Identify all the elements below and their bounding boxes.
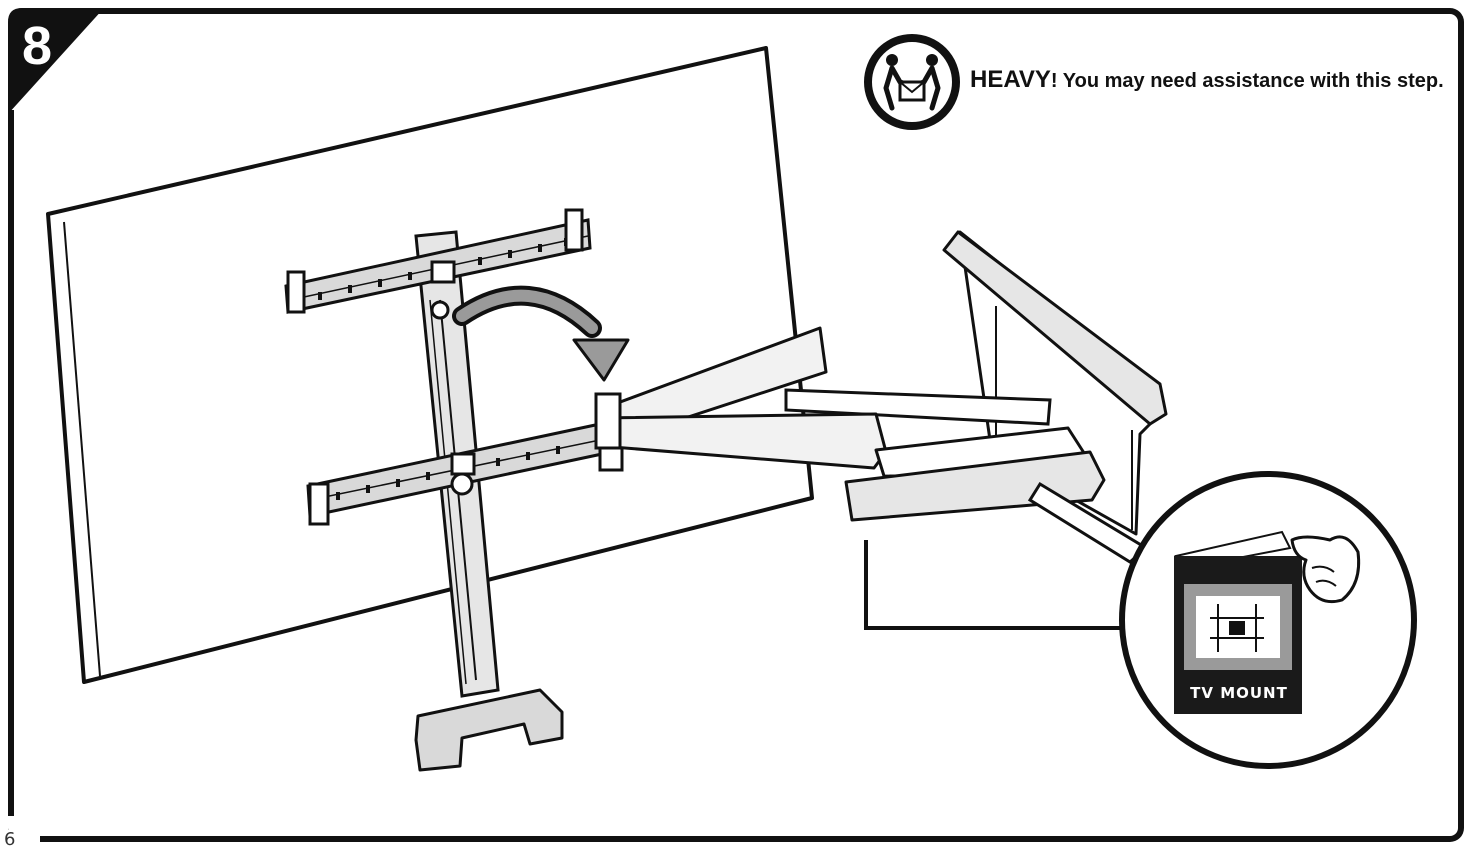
frame-left-rule — [8, 110, 14, 816]
warning-heavy-label: HEAVY — [970, 66, 1051, 93]
tv-bracket — [284, 208, 604, 772]
two-person-lift-icon — [864, 34, 960, 130]
booklet-label: TV MOUNT — [1190, 684, 1288, 702]
warning-message: ! You may need assistance with this step… — [1050, 70, 1444, 92]
step-number: 8 — [22, 16, 53, 76]
curved-arrow-icon — [452, 285, 630, 382]
warning-text: HEAVY! You may need assistance with this… — [970, 66, 1444, 94]
pointing-hand-icon — [1290, 535, 1361, 604]
frame-gap — [0, 830, 40, 851]
page-frame — [8, 8, 1464, 842]
step-tab — [8, 8, 104, 114]
manual-callout — [1119, 471, 1417, 769]
articulating-arm — [594, 230, 1168, 630]
heavy-warning: HEAVY! You may need assistance with this… — [862, 32, 1444, 132]
page-number: 6 — [4, 829, 16, 850]
bracket-thumbnail-icon — [1210, 604, 1264, 652]
